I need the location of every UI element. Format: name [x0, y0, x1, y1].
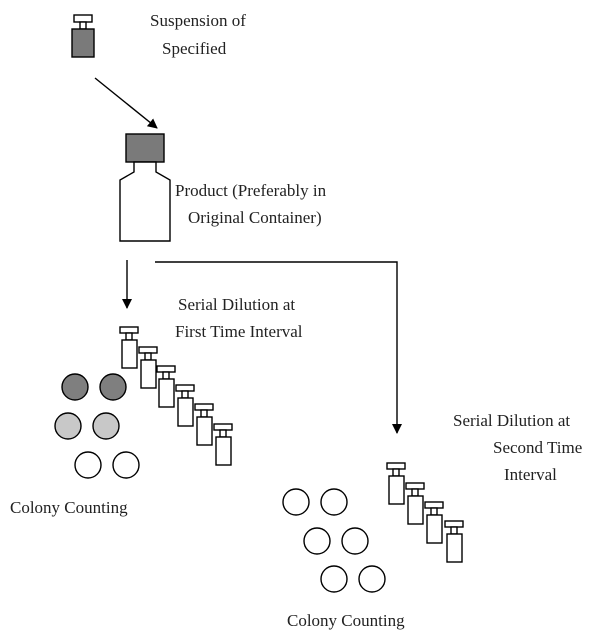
- tube-icon: [213, 423, 233, 466]
- tube-icon: [386, 462, 406, 505]
- petri-dish-icon: [61, 373, 89, 401]
- serial-dilution-2-label-line1: Serial Dilution at: [453, 411, 570, 430]
- tube-icon: [156, 365, 176, 408]
- connector-line: [155, 261, 402, 434]
- petri-dish-icon: [358, 565, 386, 593]
- tube-icon: [444, 520, 464, 563]
- serial-dilution-2-label-line2: Second Time: [493, 438, 582, 457]
- petri-dish-icon: [320, 488, 348, 516]
- petri-dish-icon: [99, 373, 127, 401]
- arrow-icon: [94, 77, 158, 129]
- serial-dilution-1-label-line1: Serial Dilution at: [178, 295, 295, 314]
- petri-dish-icon: [74, 451, 102, 479]
- petri-dish-icon: [92, 412, 120, 440]
- suspension-vial-icon: [71, 14, 95, 58]
- colony-dishes-1: [54, 373, 140, 479]
- colony-counting-1-label: Colony Counting: [10, 498, 128, 517]
- petri-dish-icon: [54, 412, 82, 440]
- tube-icon: [119, 326, 139, 369]
- serial-dilution-1-label-line2: First Time Interval: [175, 322, 303, 341]
- petri-dish-icon: [112, 451, 140, 479]
- serial-dilution-2-label-line3: Interval: [504, 465, 557, 484]
- petri-dish-icon: [282, 488, 310, 516]
- product-bottle-icon: [119, 133, 171, 242]
- tube-icon: [194, 403, 214, 446]
- petri-dish-icon: [303, 527, 331, 555]
- tube-icon: [175, 384, 195, 427]
- tube-icon: [424, 501, 444, 544]
- colony-dishes-2: [282, 488, 386, 593]
- colony-counting-2-label: Colony Counting: [287, 611, 405, 630]
- serial-dilution-2-tubes: [386, 462, 464, 563]
- tube-icon: [405, 482, 425, 525]
- tube-icon: [138, 346, 158, 389]
- product-label-line2: Original Container): [188, 208, 322, 227]
- petri-dish-icon: [341, 527, 369, 555]
- petri-dish-icon: [320, 565, 348, 593]
- suspension-label-line1: Suspension of: [150, 11, 246, 30]
- serial-dilution-1-tubes: [119, 326, 233, 466]
- suspension-label-line2: Specified: [162, 39, 227, 58]
- product-label-line1: Product (Preferably in: [175, 181, 327, 200]
